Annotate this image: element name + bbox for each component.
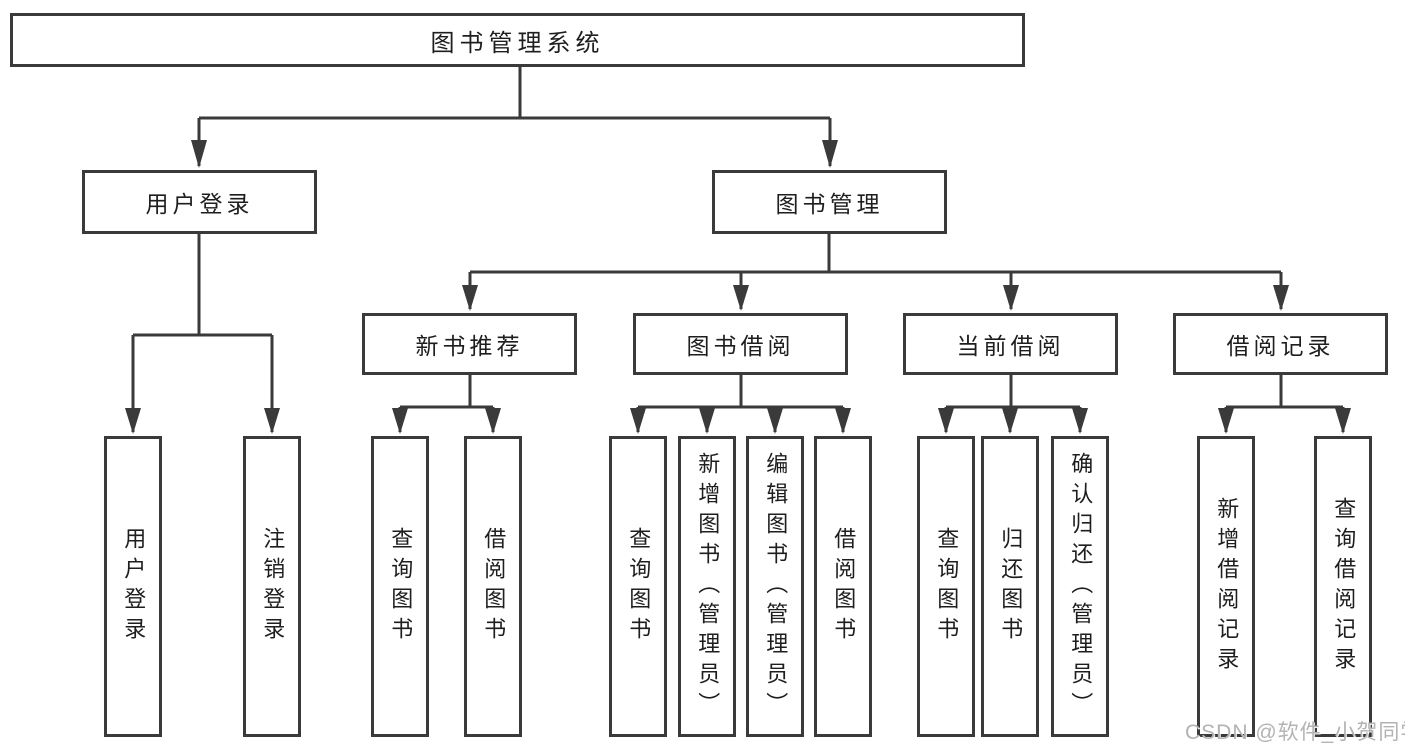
leaf-add-books-admin: 新增图书（管理员） xyxy=(678,436,736,737)
node-root: 图书管理系统 xyxy=(10,13,1025,67)
leaf-query-books-borrow-label: 查询图书 xyxy=(626,526,652,647)
leaf-query-books-borrow: 查询图书 xyxy=(609,436,667,737)
node-current-borrow: 当前借阅 xyxy=(903,313,1118,375)
node-current-borrow-label: 当前借阅 xyxy=(956,333,1065,359)
node-book-management: 图书管理 xyxy=(712,170,947,234)
node-user-login-label: 用户登录 xyxy=(145,191,254,217)
leaf-logout-login: 注销登录 xyxy=(243,436,301,737)
leaf-add-borrow-record-label: 新增借阅记录 xyxy=(1214,496,1240,677)
leaf-confirm-return-admin-label: 确认归还（管理员） xyxy=(1068,451,1094,722)
leaf-borrow-books-recommend: 借阅图书 xyxy=(464,436,522,737)
leaf-edit-books-admin-label: 编辑图书（管理员） xyxy=(763,451,789,722)
leaf-query-books-recommend-label: 查询图书 xyxy=(388,526,414,647)
leaf-borrow-books: 借阅图书 xyxy=(814,436,872,737)
node-new-book-recommend-label: 新书推荐 xyxy=(415,333,524,359)
node-book-borrow: 图书借阅 xyxy=(633,313,848,375)
leaf-confirm-return-admin: 确认归还（管理员） xyxy=(1051,436,1109,737)
node-user-login: 用户登录 xyxy=(82,170,317,234)
node-borrow-records-label: 借阅记录 xyxy=(1226,333,1335,359)
leaf-add-books-admin-label: 新增图书（管理员） xyxy=(695,451,721,722)
leaf-query-borrow-record: 查询借阅记录 xyxy=(1314,436,1372,737)
leaf-return-books: 归还图书 xyxy=(981,436,1039,737)
leaf-user-login-label: 用户登录 xyxy=(121,526,147,647)
node-book-borrow-label: 图书借阅 xyxy=(686,333,795,359)
leaf-borrow-books-recommend-label: 借阅图书 xyxy=(481,526,507,647)
leaf-return-books-label: 归还图书 xyxy=(998,526,1024,647)
node-root-label: 图书管理系统 xyxy=(430,29,605,57)
node-borrow-records: 借阅记录 xyxy=(1173,313,1388,375)
leaf-query-books-current: 查询图书 xyxy=(917,436,975,737)
watermark: CSDN @软件_小贺同学 xyxy=(1185,721,1405,744)
leaf-add-borrow-record: 新增借阅记录 xyxy=(1197,436,1255,737)
leaf-query-books-current-label: 查询图书 xyxy=(934,526,960,647)
leaf-edit-books-admin: 编辑图书（管理员） xyxy=(746,436,804,737)
arrowheads xyxy=(125,140,1351,434)
leaf-user-login: 用户登录 xyxy=(104,436,162,737)
node-new-book-recommend: 新书推荐 xyxy=(362,313,577,375)
leaf-query-borrow-record-label: 查询借阅记录 xyxy=(1331,496,1357,677)
leaf-logout-login-label: 注销登录 xyxy=(260,526,286,647)
leaf-borrow-books-label: 借阅图书 xyxy=(831,526,857,647)
leaf-query-books-recommend: 查询图书 xyxy=(371,436,429,737)
node-book-management-label: 图书管理 xyxy=(775,191,884,217)
